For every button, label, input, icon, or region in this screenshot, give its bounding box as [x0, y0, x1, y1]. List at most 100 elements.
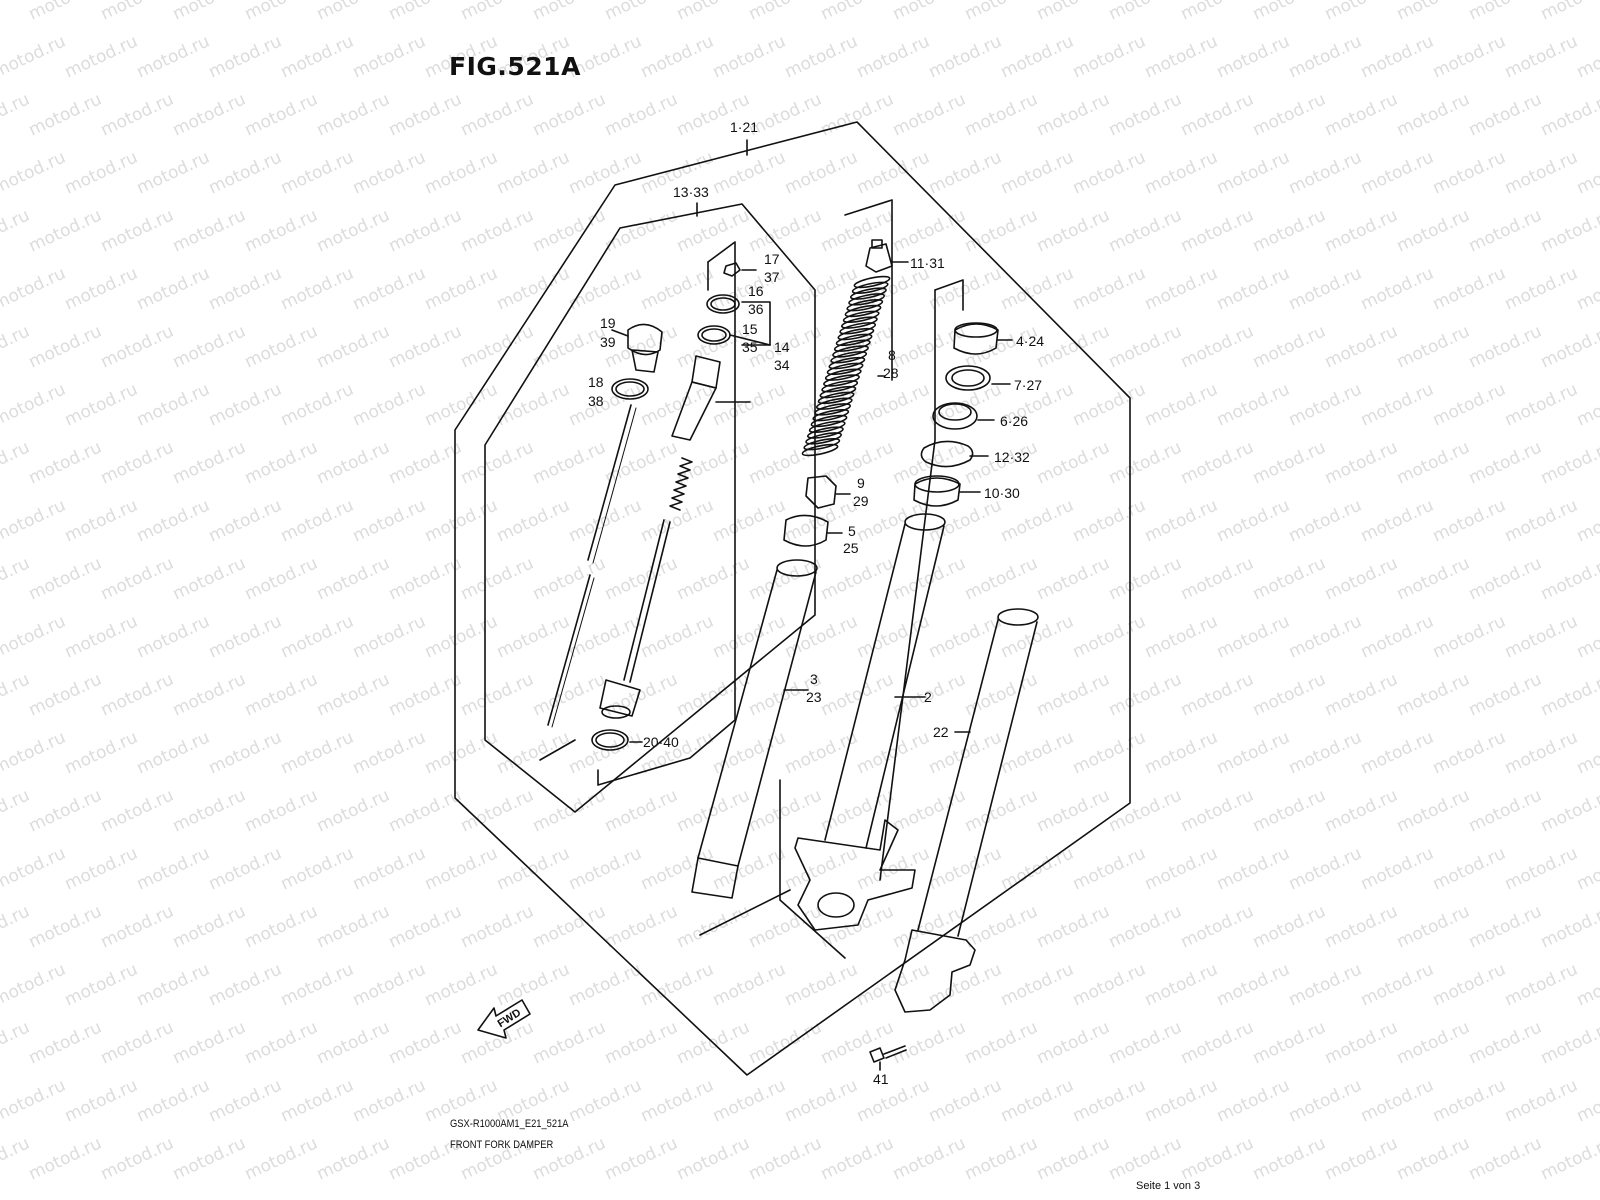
- part-20-oring-inner: [595, 732, 625, 748]
- part-22-tube-top: [997, 608, 1039, 626]
- tube-group-bracket: [934, 279, 964, 311]
- piston-valve: [599, 679, 641, 717]
- callout-6-26: 6·26: [1000, 413, 1028, 429]
- fwd-arrow: [477, 999, 531, 1039]
- spring-coil: [844, 304, 882, 318]
- part-7-washer-inner: [951, 369, 985, 387]
- part-2-axle-bracket: [794, 819, 916, 931]
- callout-1-21: 1·21: [730, 119, 758, 135]
- outer-assembly-border: [454, 121, 1131, 1076]
- callout-29: 29: [853, 493, 869, 509]
- spring-coil: [830, 351, 868, 364]
- spring-coil: [826, 362, 864, 376]
- spring-coil: [835, 333, 873, 347]
- part-22-axle-bracket: [894, 929, 976, 1013]
- callout-4-24: 4·24: [1016, 333, 1044, 349]
- tube-group-edge: [879, 289, 936, 881]
- piston-rod-edge: [629, 521, 671, 683]
- callout-18: 18: [588, 374, 604, 390]
- part-41-bolt-shaft: [883, 1045, 906, 1055]
- spring-coil: [824, 368, 862, 381]
- spring-coil: [817, 391, 855, 405]
- spring-coil: [851, 281, 889, 295]
- part-3-tube-left: [697, 569, 778, 859]
- callout-3: 3: [810, 671, 818, 687]
- callout-2: 2: [924, 689, 932, 705]
- part-41-bolt-head: [869, 1047, 885, 1063]
- callout-19: 19: [600, 315, 616, 331]
- figure-title: FIG.521A: [449, 52, 581, 81]
- model-code: GSX-R1000AM1_E21_521A: [450, 1118, 569, 1130]
- part-18-oring: [611, 378, 649, 400]
- callout-15: 15: [742, 321, 758, 337]
- callout-34: 34: [774, 357, 790, 373]
- part-18-oring-inner: [615, 381, 645, 397]
- part-10-dust-seal: [913, 477, 961, 507]
- spring-coil: [821, 380, 859, 393]
- callout-14: 14: [774, 339, 790, 355]
- part-19-cap-thread: [631, 349, 659, 373]
- part-6-oil-seal-inner: [938, 403, 972, 421]
- spring-coil: [848, 293, 886, 306]
- damper-rod-upper: [587, 404, 632, 561]
- callout-5: 5: [848, 523, 856, 539]
- part-5-collar: [783, 514, 829, 547]
- spring-coil: [823, 374, 860, 387]
- spring-coil: [833, 339, 871, 352]
- part-22-tube-left: [917, 619, 999, 931]
- lower-bracket-left: [699, 889, 791, 936]
- spring-coil: [840, 316, 878, 329]
- spring-coil: [832, 345, 869, 358]
- part-6-oil-seal: [932, 402, 978, 430]
- part-20-oring: [591, 729, 629, 751]
- part-2-tube-top: [904, 513, 946, 531]
- part-11-adjuster-top: [871, 239, 883, 249]
- callout-22: 22: [933, 724, 949, 740]
- part-41-bolt-shaft-edge: [885, 1049, 907, 1059]
- rebound-spring: [669, 457, 693, 511]
- damper-rod-lower: [547, 574, 591, 726]
- spring-coil: [837, 327, 875, 341]
- spring-coil: [839, 322, 877, 335]
- diagram-name: FRONT FORK DAMPER: [450, 1139, 554, 1151]
- part-3-tube-bottom: [691, 857, 739, 899]
- part-4-bushing: [953, 323, 999, 355]
- spring-coil: [803, 437, 841, 451]
- callout-12-32: 12·32: [994, 449, 1030, 465]
- part-2-axle-hole: [817, 892, 855, 918]
- leader-14-bracket: [741, 301, 771, 346]
- callout-13-33: 13·33: [673, 184, 709, 200]
- part-11-adjuster: [865, 243, 893, 273]
- spring-coil: [806, 426, 844, 439]
- spring-coil: [805, 432, 843, 445]
- callout-35: 35: [742, 339, 758, 355]
- callout-36: 36: [748, 301, 764, 317]
- spring-coil: [808, 420, 846, 434]
- lower-bracket-right: [779, 779, 846, 959]
- damper-rod-upper-edge: [592, 407, 637, 564]
- part-3-tube-top: [776, 559, 818, 577]
- callout-28: 28: [883, 365, 899, 381]
- callout-20-40: 20·40: [643, 734, 679, 750]
- spring-coil: [842, 310, 880, 324]
- callout-25: 25: [843, 540, 859, 556]
- spring-coil: [815, 397, 853, 410]
- damper-kit-border: [484, 203, 816, 813]
- callout-8: 8: [888, 347, 896, 363]
- spring-coil: [814, 403, 852, 416]
- damper-rod-lower-edge: [551, 577, 595, 728]
- leader-19: [611, 329, 629, 337]
- callout-16: 16: [748, 283, 764, 299]
- leader-15: [729, 334, 771, 346]
- spring-coil: [812, 408, 850, 422]
- callout-11-31: 11·31: [910, 255, 945, 271]
- part-3-tube-right: [737, 571, 817, 867]
- part-10-dust-seal-top: [914, 475, 960, 493]
- callout-7-27: 7·27: [1014, 377, 1042, 393]
- spring-coil: [828, 356, 866, 370]
- part-17-nut: [723, 262, 741, 277]
- spring-coil: [810, 414, 848, 428]
